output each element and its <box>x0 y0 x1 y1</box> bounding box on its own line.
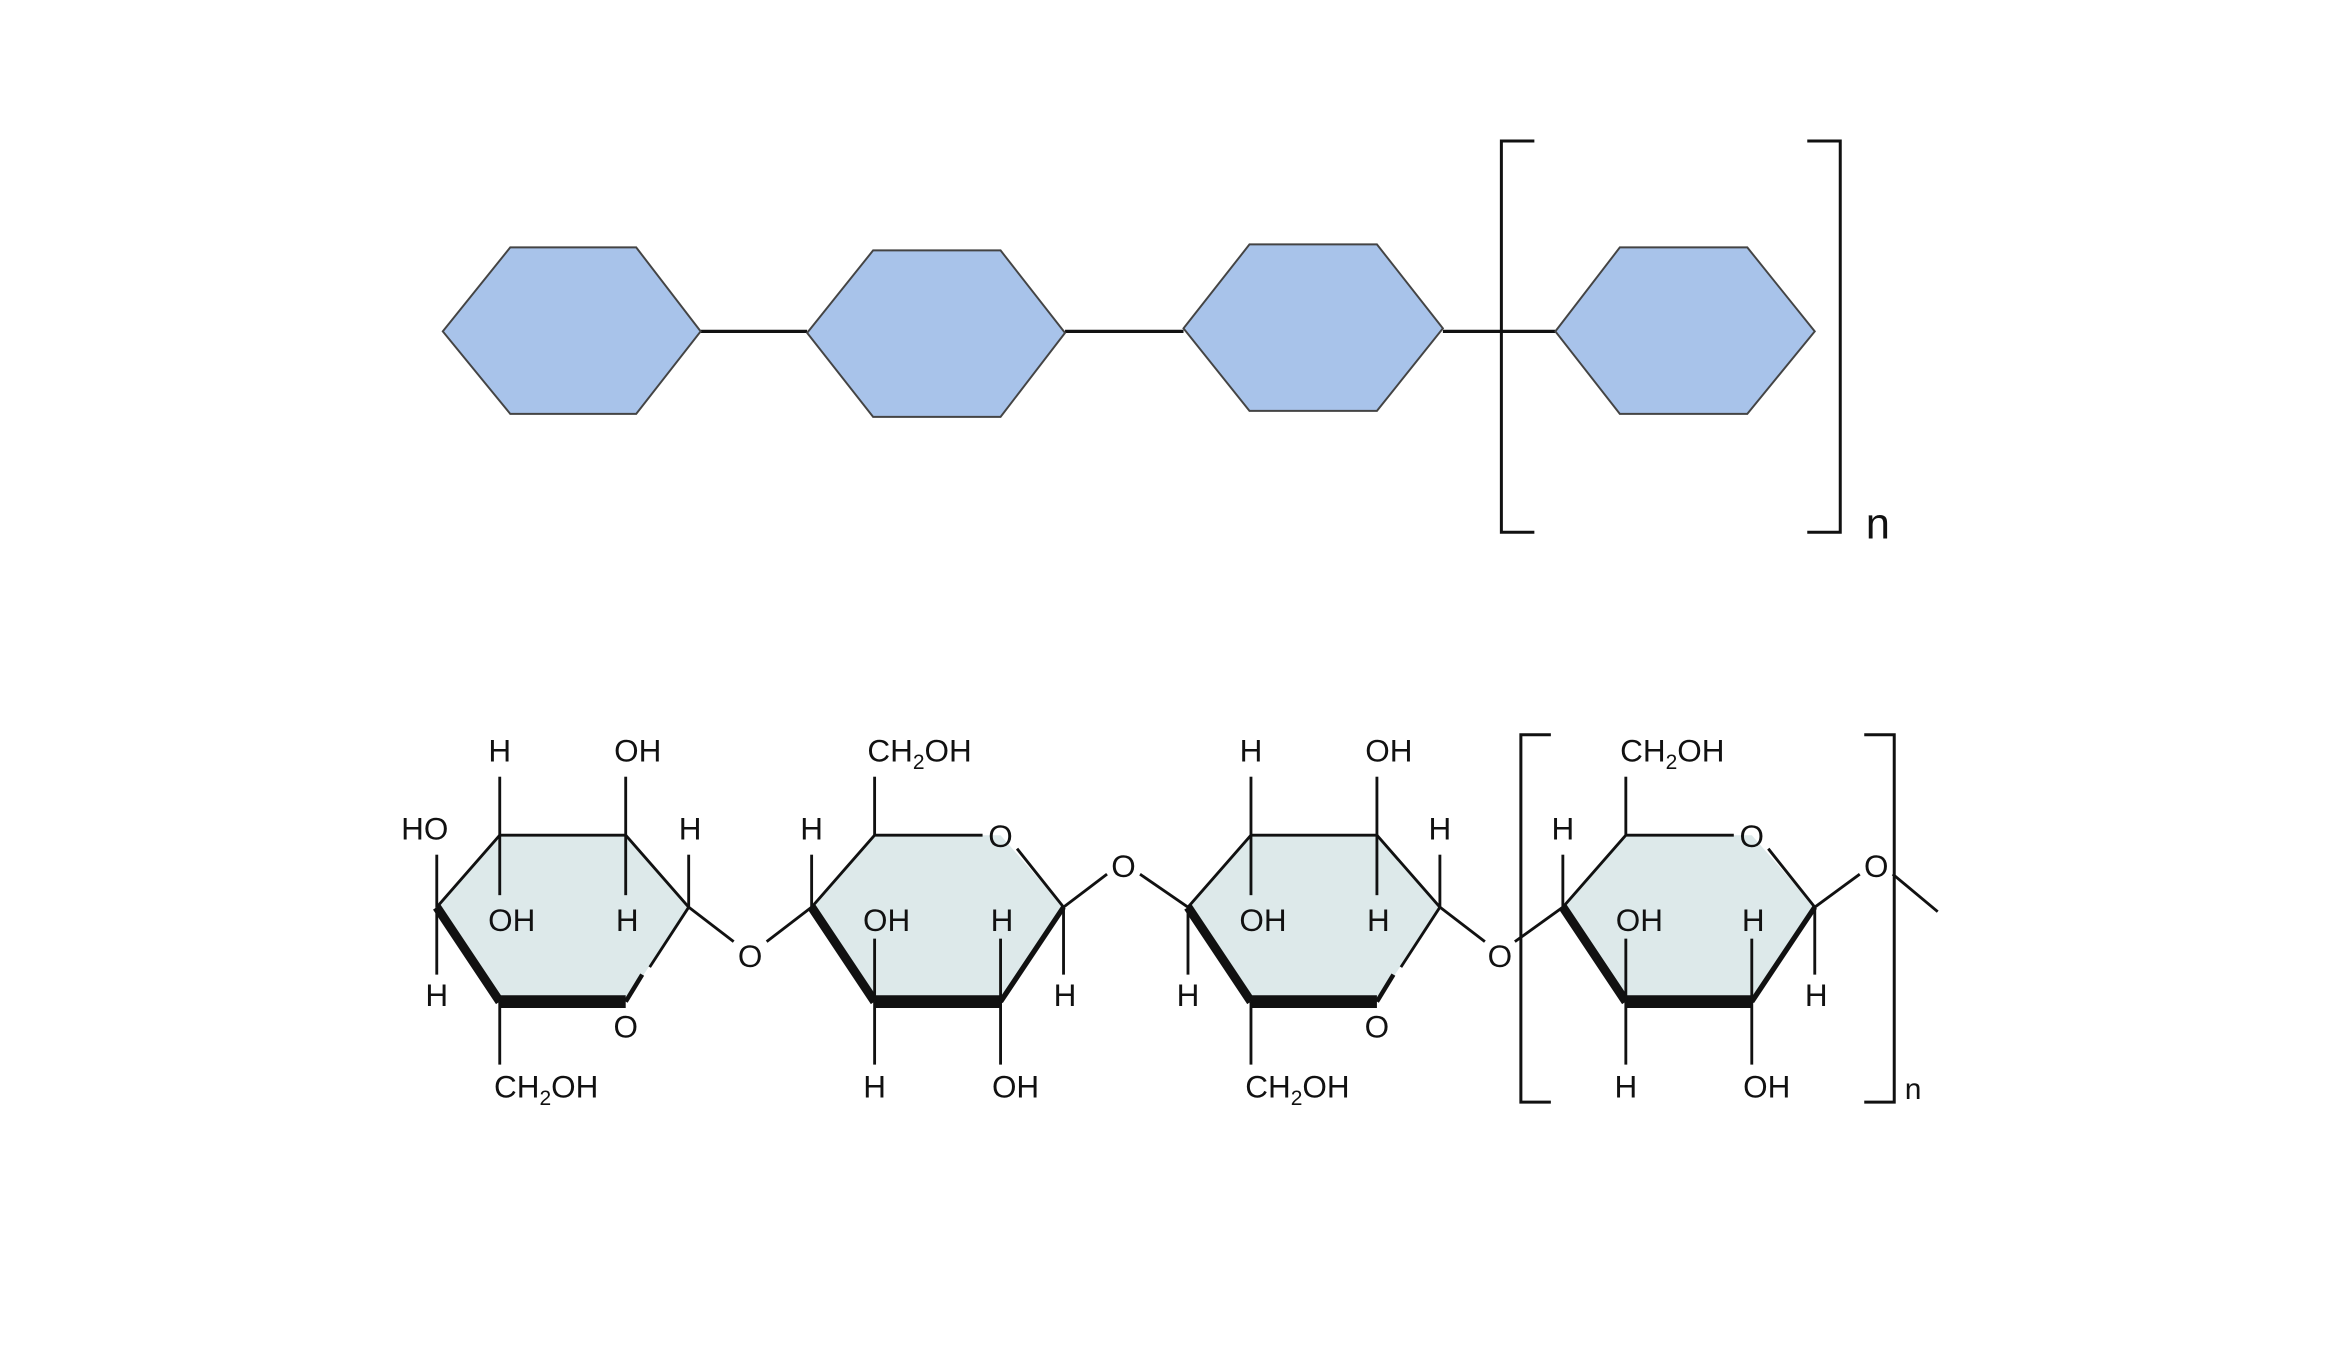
glycosidic-bond <box>1813 873 1861 909</box>
hydroxyl-label: OH <box>1365 734 1412 769</box>
glucose-ring-3 <box>1139 776 1486 1065</box>
ring-face <box>1187 835 1440 1002</box>
structure-repeat-label: n <box>1905 1073 1922 1106</box>
ring-oxygen-label: O <box>613 1010 637 1045</box>
schematic-hexagon <box>1182 243 1445 412</box>
ring-oxygen-bond <box>623 973 645 1003</box>
ring-oxygen-bond <box>648 906 690 968</box>
structure-bracket-left <box>1519 733 1551 1104</box>
hydrogen-label: H <box>425 978 448 1013</box>
chemical-structure <box>433 733 1939 1104</box>
glucose-ring-4 <box>1514 776 1939 1065</box>
ring-back-edge <box>435 833 690 909</box>
hydrogen-label: H <box>488 734 511 769</box>
schematic-hexagon <box>805 249 1067 418</box>
schematic-hexagon <box>441 246 702 415</box>
glycosidic-bond <box>687 906 735 943</box>
glycosidic-bond <box>1139 873 1189 909</box>
hydroxyl-label: OH <box>488 903 535 938</box>
hydrogen-label: H <box>1805 978 1828 1013</box>
schematic-bracket-left <box>1499 139 1535 534</box>
hydroxyl-label: OH <box>1616 903 1663 938</box>
hydroxyl-label: OH <box>1743 1070 1790 1105</box>
hydrogen-label: H <box>991 903 1014 938</box>
glycosidic-oxygen-label: O <box>1488 939 1512 974</box>
hydroxyl-label: OH <box>1239 903 1286 938</box>
glycosidic-bond <box>765 906 813 943</box>
hydrogen-label: H <box>679 812 702 847</box>
ring-oxygen-label: O <box>1740 819 1764 854</box>
ring-side-bond <box>1184 904 1255 1005</box>
ring-side-bond <box>998 905 1066 1004</box>
hydrogen-label: H <box>1614 1070 1637 1105</box>
ring-face <box>436 835 689 1002</box>
hydrogen-label: H <box>863 1070 886 1105</box>
hydrogen-label: H <box>1742 903 1765 938</box>
schematic-bracket-right <box>1807 139 1842 534</box>
glucose-ring-2 <box>765 776 1108 1065</box>
ring-oxygen-bond <box>1399 906 1442 968</box>
structure-bracket-right <box>1864 733 1896 1104</box>
ring-side-bond <box>433 904 504 1005</box>
glycosidic-oxygen-label: O <box>1864 849 1888 884</box>
hydroxyl-label: HO <box>401 812 448 847</box>
schematic-chain: n <box>441 139 1890 548</box>
glycosidic-bond <box>1439 906 1486 943</box>
ring-side-bond <box>1559 904 1630 1005</box>
ring-oxygen-bond <box>1015 847 1065 909</box>
ring-oxygen-label: O <box>1365 1010 1389 1045</box>
hydrogen-label: H <box>800 812 823 847</box>
hydrogen-label: H <box>1429 812 1452 847</box>
ring-oxygen-bond <box>1767 847 1816 909</box>
hydrogen-label: H <box>1177 978 1200 1013</box>
hydrogen-label: H <box>1054 978 1077 1013</box>
glycosidic-oxygen-label: O <box>1111 849 1135 884</box>
schematic-repeat-label: n <box>1866 500 1890 548</box>
hydrogen-label: H <box>1367 903 1390 938</box>
hydroxyl-label: OH <box>614 734 661 769</box>
glycosidic-oxygen-label: O <box>738 939 762 974</box>
hydroxymethyl-label: CH2OH <box>867 734 971 774</box>
ring-back-edge <box>1186 833 1441 909</box>
hydrogen-label: H <box>1551 812 1574 847</box>
ring-side-bond <box>1749 905 1817 1004</box>
hydroxymethyl-label: CH2OH <box>1245 1070 1349 1110</box>
hydroxymethyl-label: CH2OH <box>1620 734 1724 774</box>
ring-oxygen-label: O <box>988 819 1012 854</box>
glycosidic-bond <box>1062 873 1108 909</box>
ring-oxygen-bond <box>1375 973 1396 1003</box>
hydroxymethyl-label: CH2OH <box>494 1070 598 1110</box>
glucose-ring-1 <box>433 776 735 1065</box>
hydroxyl-label: OH <box>992 1070 1039 1105</box>
hydroxyl-label: OH <box>863 903 910 938</box>
glycosidic-bond <box>1514 906 1564 943</box>
continuation-bond <box>1891 873 1939 913</box>
hydrogen-label: H <box>616 903 639 938</box>
schematic-hexagon <box>1554 246 1817 415</box>
hydrogen-label: H <box>1240 734 1263 769</box>
ring-side-bond <box>807 904 879 1005</box>
